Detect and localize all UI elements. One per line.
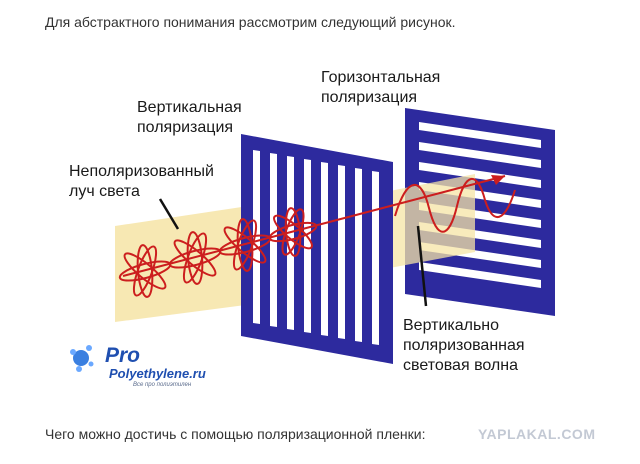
unpolarized-pointer — [158, 198, 180, 230]
polarized-wave — [394, 177, 516, 233]
outro-paragraph: Чего можно достичь с помощью поляризацио… — [45, 426, 426, 442]
label-horizontal-polarization: Горизонтальная поляризация — [321, 69, 441, 106]
logo-molecule-icon — [70, 345, 94, 372]
result-pointer — [416, 225, 428, 307]
unpolarized-wave — [118, 207, 318, 298]
polyethylene-logo: Pro Polyethylene.ru Все про полиэтилен — [75, 344, 206, 402]
logo-site-text: Polyethylene.ru — [109, 366, 206, 381]
watermark: YAPLAKAL.COM — [478, 426, 596, 442]
vertical-polarizer — [241, 134, 393, 364]
logo-pro-text: Pro — [105, 344, 141, 367]
polarization-illustration: Горизонтальная поляризация Вертикальная … — [45, 56, 605, 402]
polarization-diagram — [70, 108, 555, 372]
propagation-arrow-icon — [491, 175, 505, 185]
label-unpolarized-light: Неполяризованный луч света — [69, 163, 214, 200]
label-vertical-polarization: Вертикальная поляризация — [137, 99, 242, 136]
label-polarized-wave: Вертикально поляризованная световая волн… — [403, 317, 525, 374]
logo-tagline: Все про полиэтилен — [133, 382, 192, 388]
intro-paragraph: Для абстрактного понимания рассмотрим сл… — [45, 14, 456, 30]
